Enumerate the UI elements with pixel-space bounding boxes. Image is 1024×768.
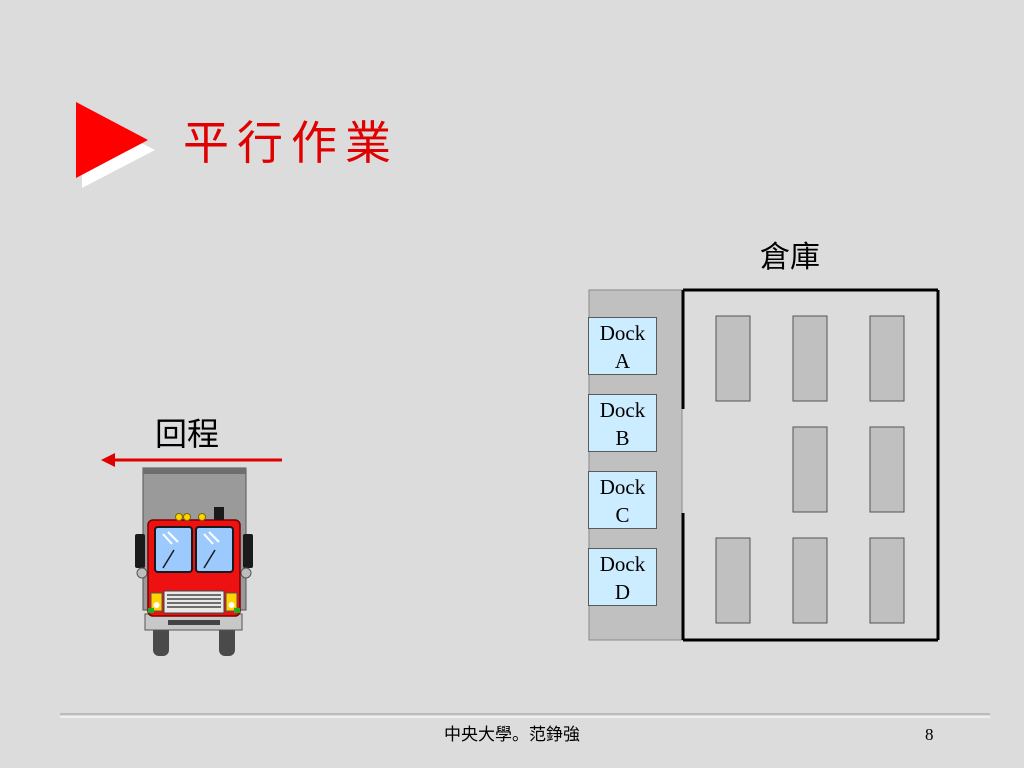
- storage-rack: [792, 315, 828, 402]
- dock-label: Dock: [599, 552, 646, 576]
- warehouse-label: 倉庫: [760, 241, 820, 274]
- truck-front-icon: [135, 467, 253, 656]
- red-triangle-bullet-icon: [76, 102, 155, 188]
- footer-divider: [60, 713, 990, 718]
- storage-rack: [792, 537, 828, 624]
- storage-rack: [715, 315, 751, 402]
- storage-rack: [869, 315, 905, 402]
- dock-letter: C: [615, 503, 630, 527]
- dock-label: Dock: [599, 475, 646, 499]
- dock-a: Dock A: [588, 317, 657, 375]
- dock-letter: B: [615, 426, 630, 450]
- dock-label: Dock: [599, 321, 646, 345]
- storage-rack: [792, 426, 828, 513]
- footer-author: 中央大學。范錚強: [444, 725, 580, 744]
- dock-c: Dock C: [588, 471, 657, 529]
- storage-rack: [869, 426, 905, 513]
- left-arrow-icon: [101, 453, 282, 467]
- dock-d: Dock D: [588, 548, 657, 606]
- warehouse-walls: [681, 288, 940, 642]
- dock-letter: D: [614, 580, 631, 604]
- dock-b: Dock B: [588, 394, 657, 452]
- slide-title: 平行作業: [183, 118, 399, 169]
- storage-rack: [715, 537, 751, 624]
- dock-label: Dock: [599, 398, 646, 422]
- page-number: 8: [925, 725, 934, 744]
- storage-rack: [869, 537, 905, 624]
- dock-letter: A: [614, 349, 631, 373]
- return-trip-label: 回程: [155, 416, 220, 452]
